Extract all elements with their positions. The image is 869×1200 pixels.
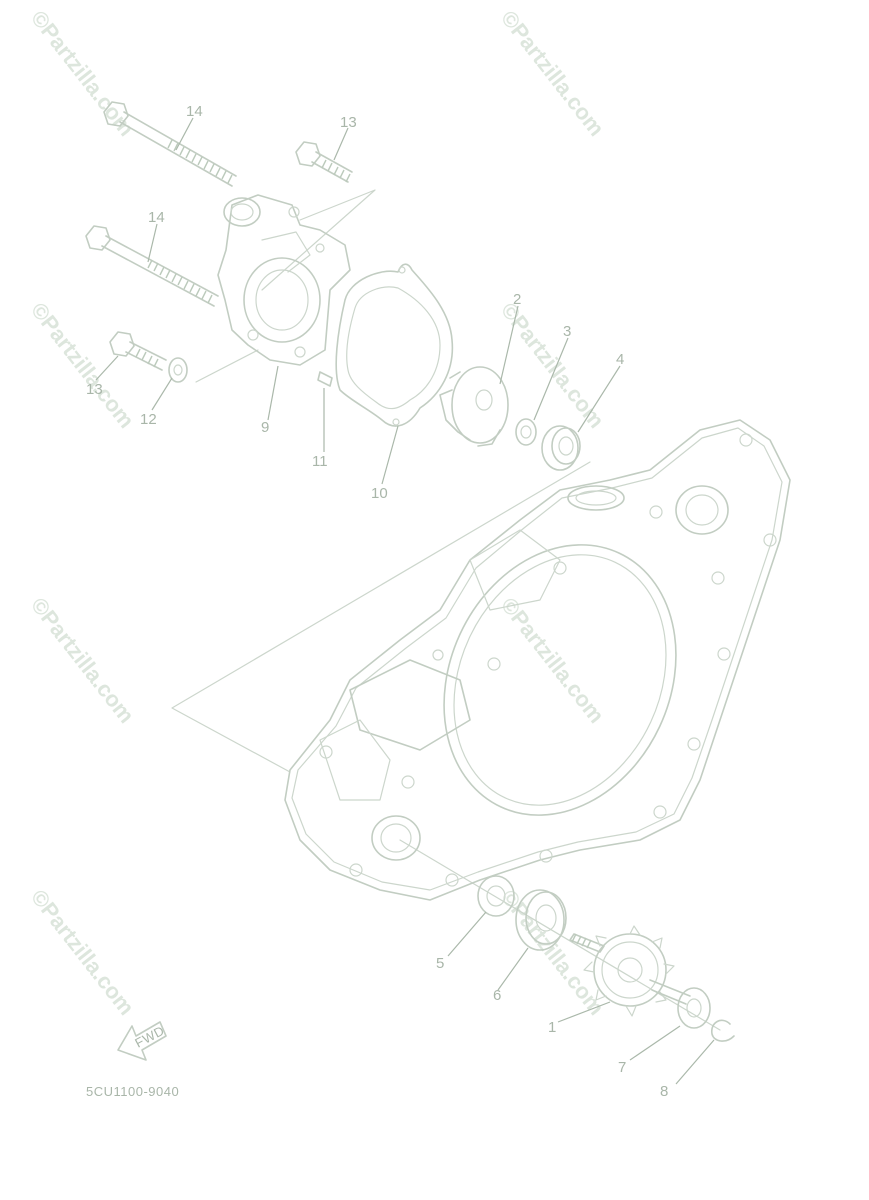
- callout-7: 7: [618, 1059, 626, 1076]
- oil-seal-5: [477, 875, 515, 917]
- washer-12: [168, 357, 188, 383]
- watermark: ©Partzilla.com: [496, 885, 609, 1020]
- crankcase-cover: [284, 419, 791, 901]
- callout-6: 6: [493, 987, 501, 1004]
- callout-5: 5: [436, 955, 444, 972]
- callout-4: 4: [616, 351, 624, 368]
- callout-9: 9: [261, 419, 269, 436]
- washer-7: [677, 987, 711, 1029]
- gasket-10: [335, 263, 454, 427]
- callout-14: 14: [186, 103, 203, 120]
- callout-3: 3: [563, 323, 571, 340]
- callouts: 14 13 14 13 12 9 11 10 2 3 4 5 6 1 7 8: [86, 103, 668, 1100]
- bolt-14-lower: [85, 225, 219, 307]
- fwd-arrow-icon: FWD: [117, 1021, 167, 1061]
- callout-13: 13: [340, 114, 357, 131]
- leader-lines: [95, 117, 715, 1085]
- callout-10: 10: [371, 485, 388, 502]
- watermark: ©Partzilla.com: [496, 593, 609, 728]
- diagram-code: 5CU1100-9040: [86, 1084, 179, 1099]
- impeller-shaft-1: [569, 925, 691, 1017]
- callout-13: 13: [86, 381, 103, 398]
- pump-housing-9: [217, 194, 351, 366]
- washer-3: [515, 418, 537, 446]
- bolt-14-upper: [103, 101, 237, 187]
- watermark: ©Partzilla.com: [496, 6, 609, 141]
- callout-2: 2: [513, 291, 521, 308]
- bolt-13-upper: [295, 141, 353, 183]
- callout-11: 11: [312, 453, 328, 470]
- watermark: ©Partzilla.com: [26, 593, 139, 728]
- watermark: ©Partzilla.com: [26, 885, 139, 1020]
- watermark: ©Partzilla.com: [496, 298, 609, 433]
- watermark: ©Partzilla.com: [26, 6, 139, 141]
- circlip-8: [711, 1019, 735, 1042]
- dowel-pin-11: [317, 371, 333, 387]
- callout-12: 12: [140, 411, 157, 428]
- watermark: ©Partzilla.com: [26, 298, 139, 433]
- callout-1: 1: [548, 1019, 556, 1036]
- oil-seal-4: [541, 425, 581, 471]
- callout-14: 14: [148, 209, 165, 226]
- bearing-6: [515, 889, 567, 951]
- callout-8: 8: [660, 1083, 668, 1100]
- bolt-13-lower: [109, 331, 167, 371]
- impeller-2: [439, 366, 509, 447]
